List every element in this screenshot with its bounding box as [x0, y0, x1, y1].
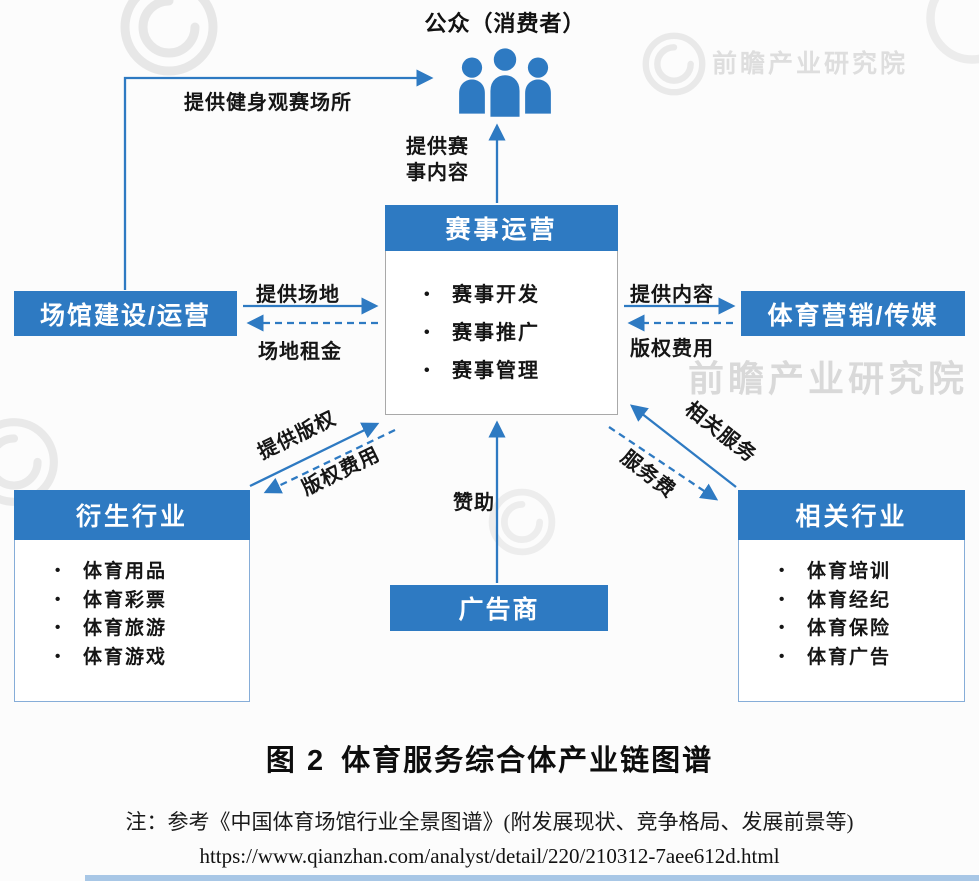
node-derivative-industry: 衍生行业 体育用品 体育彩票 体育旅游 体育游戏 [14, 490, 250, 702]
list-item: 体育经纪 [779, 586, 964, 615]
list-item: 赛事管理 [424, 352, 617, 390]
node-event-operation: 赛事运营 赛事开发 赛事推广 赛事管理 [385, 205, 618, 415]
related-industry-list: 体育培训 体育经纪 体育保险 体育广告 [739, 540, 964, 671]
figure-title: 体育服务综合体产业链图谱 [341, 745, 714, 777]
derivative-industry-list: 体育用品 体育彩票 体育旅游 体育游戏 [15, 540, 249, 671]
figure-caption: 图 2 体育服务综合体产业链图谱 [0, 737, 979, 779]
arrow-venue-to-public [123, 69, 434, 290]
list-item: 体育培训 [779, 557, 964, 586]
node-advertiser: 广告商 [390, 585, 608, 631]
list-item: 体育游戏 [55, 643, 249, 672]
node-related-industry: 相关行业 体育培训 体育经纪 体育保险 体育广告 [738, 490, 965, 702]
figure-label: 图 2 [265, 745, 326, 777]
related-industry-title: 相关行业 [738, 490, 965, 540]
node-sports-marketing: 体育营销/传媒 [741, 291, 965, 336]
event-operation-list: 赛事开发 赛事推广 赛事管理 [386, 251, 617, 390]
arrow-event-to-related-fee [608, 426, 719, 501]
edge-label-event-to-marketing: 提供内容 [630, 284, 714, 306]
edge-label-advertiser-to-event: 赞助 [453, 492, 495, 514]
derivative-industry-title: 衍生行业 [14, 490, 250, 540]
node-public-label: 公众（消费者） [424, 11, 586, 36]
edge-label-marketing-to-event: 版权费用 [630, 338, 714, 360]
list-item: 体育保险 [779, 614, 964, 643]
event-operation-title: 赛事运营 [385, 205, 618, 251]
list-item: 体育用品 [55, 557, 249, 586]
arrow-related-to-event [629, 404, 737, 488]
node-venue: 场馆建设/运营 [14, 291, 237, 336]
list-item: 体育旅游 [55, 614, 249, 643]
list-item: 赛事开发 [424, 276, 617, 314]
bottom-divider [85, 875, 979, 881]
list-item: 赛事推广 [424, 314, 617, 352]
edge-label-event-to-venue: 场地租金 [258, 341, 342, 363]
people-icon [459, 46, 551, 119]
edge-label-venue-to-public: 提供健身观赛场所 [184, 92, 352, 114]
list-item: 体育彩票 [55, 586, 249, 615]
source-url[interactable]: https://www.qianzhan.com/analyst/detail/… [199, 844, 780, 868]
figure-note: 注：参考《中国体育场馆行业全景图谱》(附发展现状、竞争格局、发展前景等) [125, 810, 854, 834]
list-item: 体育广告 [779, 643, 964, 672]
edge-label-venue-to-event: 提供场地 [256, 284, 340, 306]
arrow-derivative-to-event [249, 422, 380, 488]
edge-label-event-to-public: 提供赛事内容 [406, 136, 469, 184]
